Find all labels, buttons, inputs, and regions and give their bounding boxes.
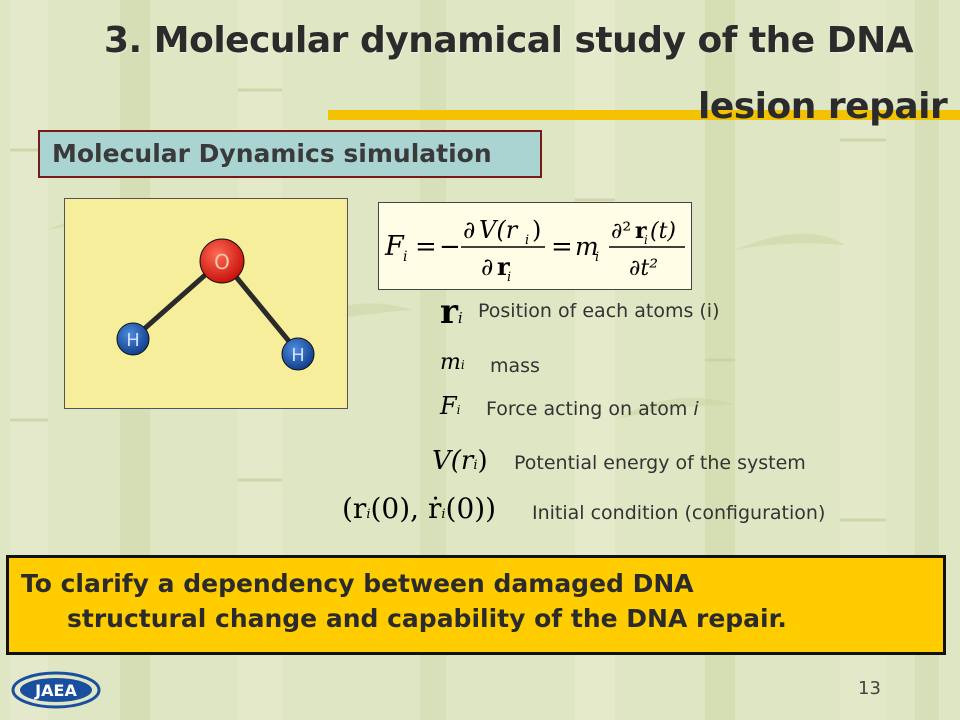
def-mass-sub: i xyxy=(460,358,465,372)
hydrogen-atom-right xyxy=(281,337,315,371)
def-initial-symbol: (ri(0), ṙi(0)) xyxy=(342,492,496,525)
oxygen-atom xyxy=(199,238,245,284)
goal-line1: To clarify a dependency between damaged … xyxy=(21,569,694,598)
def-mass-text: mass xyxy=(490,355,540,377)
title-accent-bar xyxy=(328,110,960,120)
water-molecule-panel: O H H xyxy=(64,198,348,409)
water-molecule-diagram: O H H xyxy=(116,238,315,371)
goal-line2: structural change and capability of the … xyxy=(67,604,787,633)
def-mass-symbol: mi xyxy=(440,350,465,375)
hydrogen-atom-left xyxy=(116,322,150,356)
def-initial-close: (0)) xyxy=(445,492,497,525)
def-position-text: Position of each atoms (i) xyxy=(478,300,720,322)
def-force-text-main: Force acting on atom xyxy=(486,398,694,420)
slide-title-line1: 3. Molecular dynamical study of the DNA xyxy=(104,20,914,61)
eq-equals-1: = xyxy=(415,232,437,262)
equation-of-motion: F i = − ∂ V(r i ) ∂ r i = m i ∂² r i (t)… xyxy=(378,202,692,290)
def-position-r: r xyxy=(440,292,458,332)
hydrogen-label-right: H xyxy=(291,345,305,366)
eq-minus: − xyxy=(439,232,461,262)
eq-potential-sub: i xyxy=(525,233,529,248)
def-potential-symbol: V(ri) xyxy=(432,446,488,476)
section-label: Molecular Dynamics simulation xyxy=(38,130,542,178)
eq-force-sub: i xyxy=(403,249,407,265)
def-force-sub: i xyxy=(456,403,461,417)
def-initial-open: (r xyxy=(342,492,367,525)
eq-mass: m xyxy=(575,232,599,261)
def-force-text: Force acting on atom i xyxy=(486,398,699,420)
def-potential-text: Potential energy of the system xyxy=(514,452,806,474)
equation-svg: F i = − ∂ V(r i ) ∂ r i = m i ∂² r i (t)… xyxy=(384,216,685,285)
def-potential-close: ) xyxy=(477,446,488,476)
eq-potential: V(r xyxy=(479,216,519,244)
eq-equals-2: = xyxy=(551,232,573,262)
def-force-symbol: Fi xyxy=(440,392,461,420)
eq-potential-close: ) xyxy=(532,216,541,244)
def-force-f: F xyxy=(440,392,457,420)
eq-partial-1: ∂ xyxy=(463,216,475,244)
eq-time-den: ∂t² xyxy=(629,256,658,281)
def-force-text-italic: i xyxy=(693,398,699,420)
def-initial-sub1: i xyxy=(366,507,371,522)
def-initial-mid: (0), ṙ xyxy=(370,492,442,525)
def-potential-v: V(r xyxy=(432,446,474,476)
eq-mass-sub: i xyxy=(595,250,599,265)
eq-position-num-sub: i xyxy=(644,233,648,247)
hydrogen-label-left: H xyxy=(126,330,140,351)
logo-text: JAEA xyxy=(34,681,77,700)
eq-position-num: r xyxy=(635,218,647,244)
def-position-sub: i xyxy=(457,309,463,327)
slide-title-line2: lesion repair xyxy=(698,86,948,127)
def-initial-sub2: i xyxy=(441,507,446,522)
oxygen-label: O xyxy=(214,250,230,274)
def-mass-m: m xyxy=(440,350,461,375)
eq-force-symbol: F xyxy=(384,231,405,262)
def-position-symbol: ri xyxy=(440,292,463,332)
goal-statement-box: To clarify a dependency between damaged … xyxy=(6,555,946,655)
page-number: 13 xyxy=(858,678,881,699)
eq-position-den: r xyxy=(497,252,510,281)
eq-second-partial: ∂² xyxy=(611,219,631,244)
jaea-logo: JAEA xyxy=(11,671,101,709)
eq-position-den-sub: i xyxy=(507,270,511,285)
def-potential-sub: i xyxy=(473,458,478,473)
def-initial-text: Initial condition (configuration) xyxy=(532,502,826,524)
eq-time: (t) xyxy=(650,219,676,244)
eq-partial-2: ∂ xyxy=(481,253,493,281)
